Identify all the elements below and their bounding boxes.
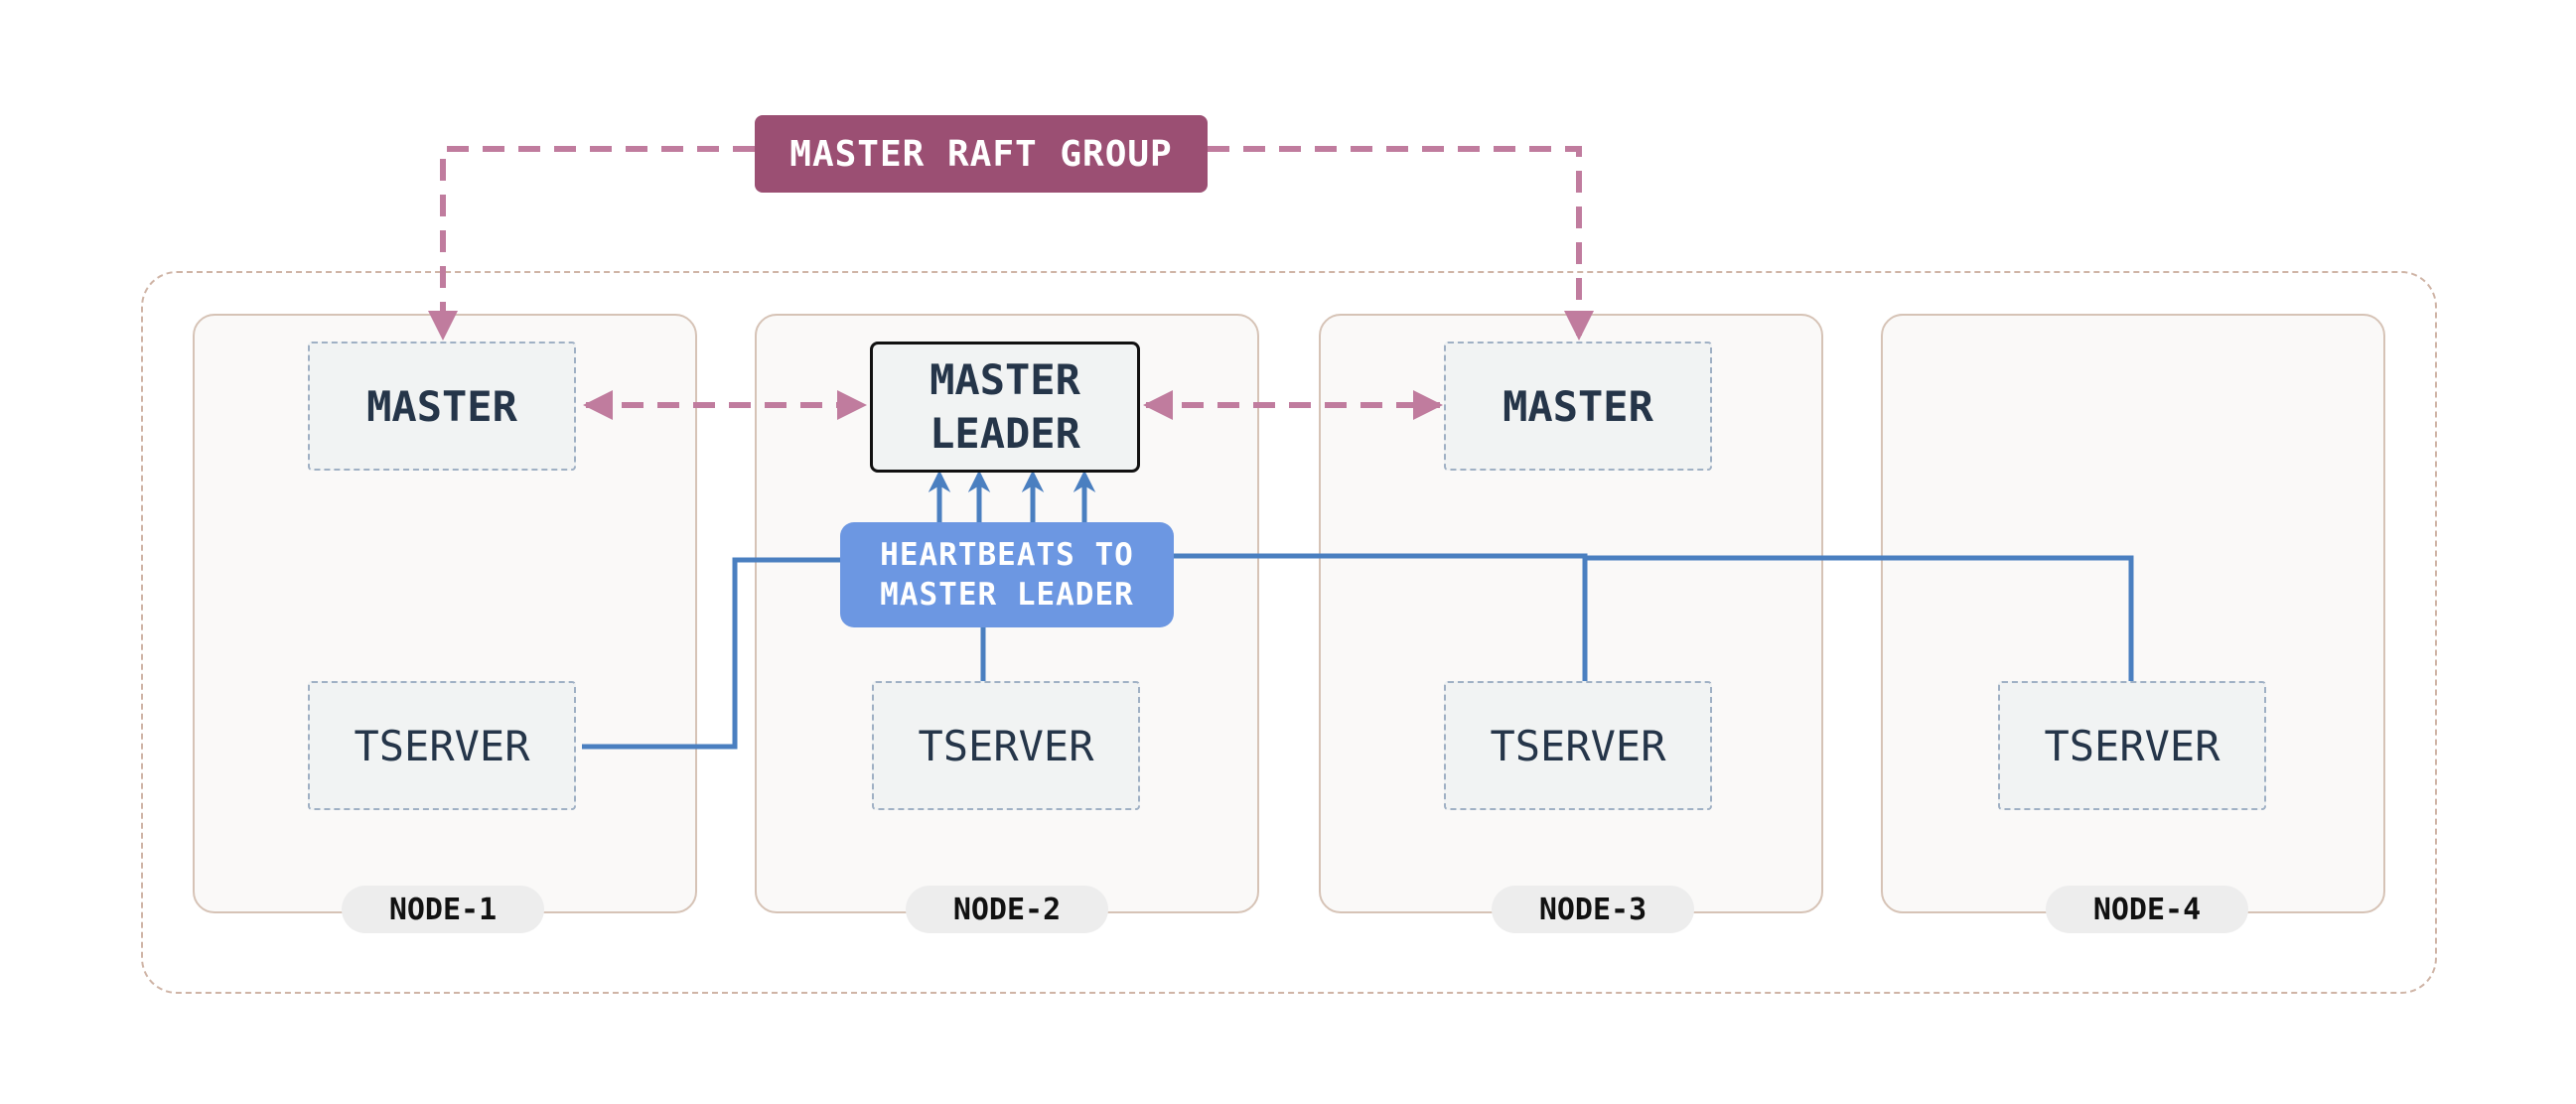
heartbeats-line-2: MASTER LEADER	[880, 577, 1134, 613]
node-2-tserver: TSERVER	[872, 681, 1140, 810]
node-label-text: NODE-1	[388, 892, 498, 927]
raft-link-node3	[1208, 146, 1594, 341]
raft-link-node1	[428, 146, 755, 341]
tserver-text: TSERVER	[2044, 721, 2220, 770]
leader-line-1: MASTER	[930, 355, 1080, 404]
node-1-tserver: TSERVER	[308, 681, 576, 810]
node-3-label: NODE-3	[1492, 886, 1694, 933]
node-label-text: NODE-2	[952, 892, 1062, 927]
leader-line-2: LEADER	[930, 409, 1080, 458]
master-raft-group-label: MASTER RAFT GROUP	[755, 115, 1208, 193]
heartbeats-label: HEARTBEATS TO MASTER LEADER	[840, 522, 1174, 627]
node-2-master-leader: MASTER LEADER	[870, 342, 1140, 473]
tserver-text: TSERVER	[1490, 721, 1666, 770]
heartbeat-line-tserver3	[1174, 553, 1588, 681]
raft-group-text: MASTER RAFT GROUP	[789, 133, 1173, 175]
tserver-text: TSERVER	[354, 721, 530, 770]
node-3-master: MASTER	[1444, 342, 1712, 471]
node-1-label: NODE-1	[342, 886, 544, 933]
node-label-text: NODE-4	[2092, 892, 2202, 927]
heartbeats-line-1: HEARTBEATS TO	[880, 537, 1134, 573]
node-2-label: NODE-2	[906, 886, 1108, 933]
heartbeat-line-tserver1	[582, 557, 840, 750]
cluster-boundary	[141, 271, 2437, 994]
master-text: MASTER	[1503, 381, 1653, 431]
node-3-tserver: TSERVER	[1444, 681, 1712, 810]
node-label-text: NODE-3	[1538, 892, 1647, 927]
tserver-text: TSERVER	[918, 721, 1094, 770]
node-4-tserver: TSERVER	[1998, 681, 2266, 810]
node-4-label: NODE-4	[2046, 886, 2248, 933]
master-text: MASTER	[366, 381, 517, 431]
heartbeat-line-tserver4	[1585, 555, 2134, 681]
node-1-master: MASTER	[308, 342, 576, 471]
